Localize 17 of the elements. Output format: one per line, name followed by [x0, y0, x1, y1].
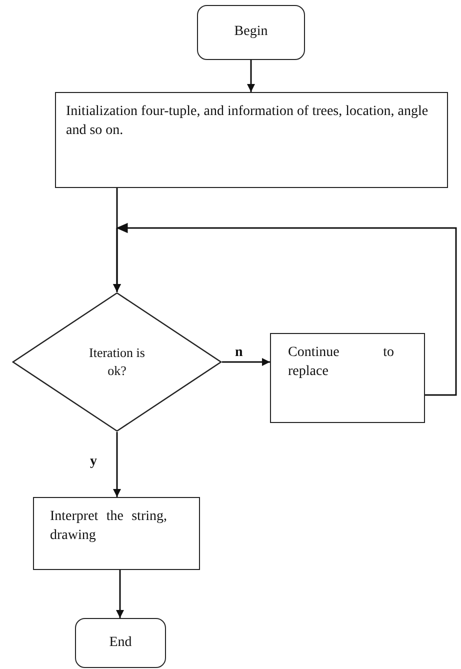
arrow [116, 570, 124, 618]
process-box [270, 333, 425, 423]
terminal-box [197, 5, 305, 60]
node-text: Initialization four-tuple, and information of trees, location, angle and so on. [66, 103, 430, 140]
node-text: End [109, 634, 132, 652]
arrow [113, 223, 457, 396]
arrow [247, 60, 255, 92]
decision-diamond [12, 292, 222, 432]
process-box [55, 92, 448, 188]
process-box [33, 497, 200, 570]
node-text: Iteration is ok? [88, 344, 146, 380]
arrow [113, 432, 121, 497]
terminal-box [75, 618, 166, 668]
node-text: Begin [234, 23, 268, 42]
node-text: Interpret the string, drawing [50, 508, 167, 545]
arrow [222, 358, 270, 366]
node-text: Continue to replace [288, 344, 394, 381]
